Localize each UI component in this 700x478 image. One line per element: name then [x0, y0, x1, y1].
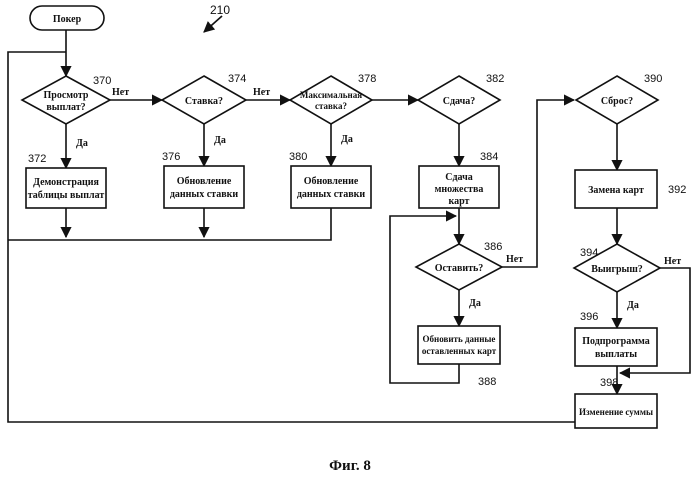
label-378-line1: Максимальная [300, 90, 362, 100]
label-370-line1: Просмотр [44, 90, 89, 101]
label-384-line2: множества [435, 184, 484, 195]
label-386: Оставить? [435, 263, 484, 274]
ref-370: 370 [93, 75, 111, 87]
yes-label-374: Да [214, 135, 226, 146]
label-398: Изменение суммы [579, 407, 653, 417]
ref-392: 392 [668, 184, 686, 196]
ref-398: 398 [600, 377, 618, 389]
label-388-line1: Обновить данные [423, 334, 496, 344]
label-376-line1: Обновление [177, 176, 232, 187]
no-label-394: Нет [664, 256, 681, 267]
label-384-line3: карт [449, 196, 470, 207]
ref-394: 394 [580, 247, 598, 259]
label-384-line1: Сдача [445, 172, 473, 183]
ref-382: 382 [486, 73, 504, 85]
yes-label-370: Да [76, 138, 88, 149]
no-label-386: Нет [506, 254, 523, 265]
ref-372: 372 [28, 153, 46, 165]
label-380-line2: данных ставки [297, 189, 366, 200]
label-396-line1: Подпрограмма [582, 336, 650, 347]
process-396 [575, 328, 657, 366]
edge-380-bus [8, 208, 331, 240]
yes-label-378: Да [341, 134, 353, 145]
process-372 [26, 168, 106, 208]
label-372-line1: Демонстрация [33, 177, 99, 188]
label-392: Замена карт [588, 185, 644, 196]
label-390: Сброс? [601, 96, 633, 107]
shape-labels: Покер Просмотр выплат? Ставка? Максималь… [28, 14, 653, 417]
no-label-370: Нет [112, 87, 129, 98]
process-388 [418, 326, 500, 364]
process-376 [164, 166, 244, 208]
ref-378: 378 [358, 73, 376, 85]
shapes [22, 6, 660, 428]
ref-376: 376 [162, 151, 180, 163]
diagram-number: 210 [210, 3, 230, 17]
edge-386-to-390 [502, 100, 574, 267]
label-388-line2: оставленных карт [422, 346, 497, 356]
label-380-line1: Обновление [304, 176, 359, 187]
label-370-line2: выплат? [46, 102, 85, 113]
label-376-line2: данных ставки [170, 189, 239, 200]
diagram-number-arrow [204, 16, 222, 32]
ref-386: 386 [484, 241, 502, 253]
label-372-line2: таблицы выплат [28, 190, 105, 201]
ref-390: 390 [644, 73, 662, 85]
start-label: Покер [53, 14, 82, 25]
process-380 [291, 166, 371, 208]
ref-380: 380 [289, 151, 307, 163]
no-label-374: Нет [253, 87, 270, 98]
ref-396: 396 [580, 311, 598, 323]
label-374: Ставка? [185, 96, 223, 107]
yes-label-394: Да [627, 300, 639, 311]
label-378-line2: ставка? [315, 101, 347, 111]
ref-384: 384 [480, 151, 498, 163]
label-396-line2: выплаты [595, 349, 637, 360]
ref-374: 374 [228, 73, 246, 85]
ref-388: 388 [478, 376, 496, 388]
label-382: Сдача? [443, 96, 476, 107]
label-394: Выигрыш? [591, 264, 643, 275]
yes-label-386: Да [469, 298, 481, 309]
figure-caption: Фиг. 8 [329, 458, 371, 474]
